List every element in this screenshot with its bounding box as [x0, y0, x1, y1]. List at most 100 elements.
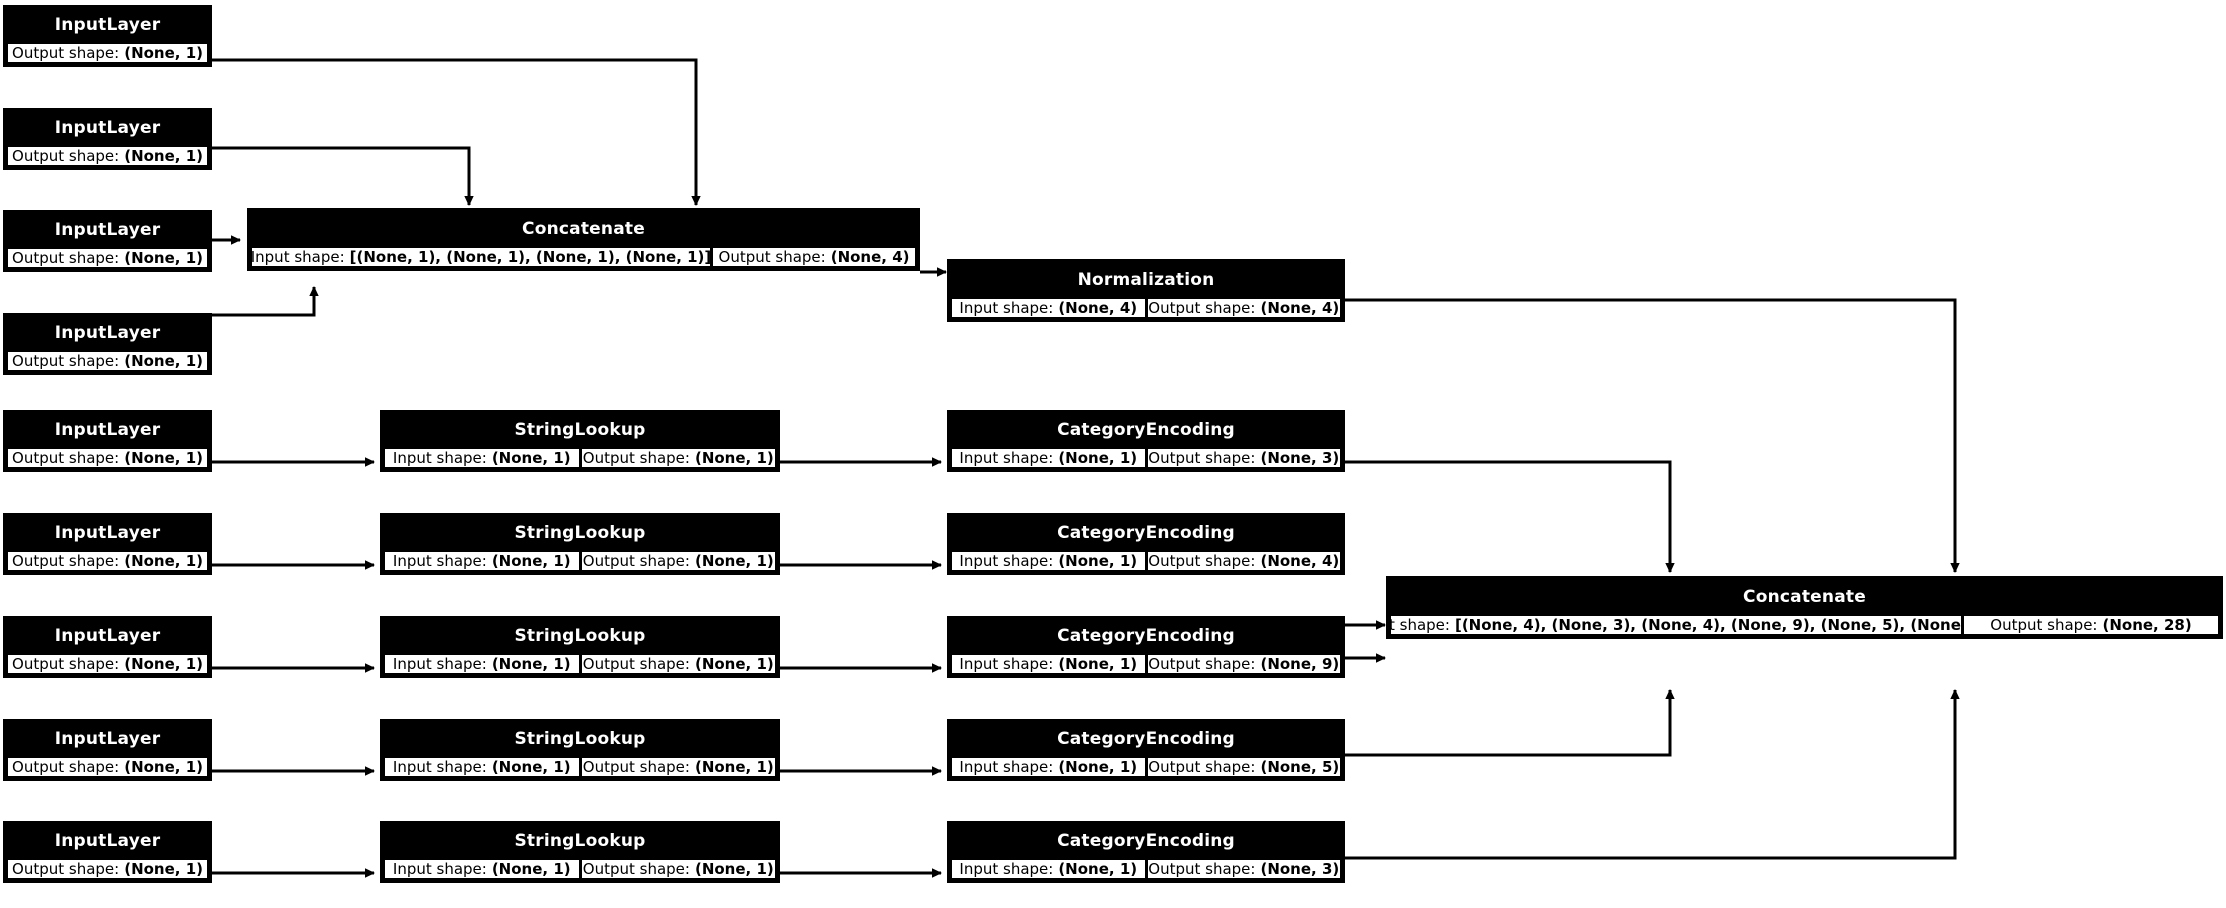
node-title: CategoryEncoding [950, 413, 1342, 447]
output-shape-cell: Output shape: (None, 4) [1147, 552, 1340, 570]
input-shape-value: (None, 4) [1058, 299, 1138, 317]
output-shape-label: Output shape: [12, 352, 120, 370]
node-input-3[interactable]: InputLayer Output shape: (None, 1) [3, 210, 212, 272]
output-shape-value: (None, 1) [124, 147, 203, 165]
input-shape-cell: Input shape: (None, 1) [952, 655, 1145, 673]
node-body: Input shape: (None, 1) Output shape: (No… [383, 756, 777, 778]
node-stringlookup-2[interactable]: StringLookup Input shape: (None, 1) Outp… [380, 513, 780, 575]
output-shape-value: (None, 28) [2102, 616, 2192, 634]
node-body: Output shape: (None, 1) [6, 145, 209, 167]
node-title: StringLookup [383, 619, 777, 653]
node-title: InputLayer [6, 316, 209, 350]
output-shape-label: Output shape: [582, 860, 690, 878]
node-categoryencoding-3[interactable]: CategoryEncoding Input shape: (None, 1) … [947, 616, 1345, 678]
input-shape-cell: Input shape: [(None, 4), (None, 3), (Non… [1391, 616, 1961, 634]
node-body: Output shape: (None, 1) [6, 756, 209, 778]
edge-encoding4-final [1345, 689, 1675, 757]
output-shape-cell: Output shape: (None, 1) [8, 552, 207, 570]
input-shape-value: (None, 1) [491, 552, 571, 570]
input-shape-value: (None, 1) [491, 758, 571, 776]
input-shape-label: Input shape: [392, 449, 487, 467]
input-shape-cell: Input shape: (None, 1) [385, 860, 579, 878]
output-shape-cell: Output shape: (None, 1) [581, 655, 775, 673]
node-concatenate-numeric[interactable]: Concatenate Input shape: [(None, 1), (No… [247, 208, 920, 271]
output-shape-value: (None, 1) [694, 860, 774, 878]
node-categoryencoding-4[interactable]: CategoryEncoding Input shape: (None, 1) … [947, 719, 1345, 781]
output-shape-cell: Output shape: (None, 1) [8, 758, 207, 776]
node-body: Input shape: (None, 1) Output shape: (No… [950, 447, 1342, 469]
node-body: Input shape: (None, 1) Output shape: (No… [950, 653, 1342, 675]
output-shape-value: (None, 4) [1260, 299, 1340, 317]
node-input-4[interactable]: InputLayer Output shape: (None, 1) [3, 313, 212, 375]
output-shape-label: Output shape: [582, 449, 690, 467]
node-stringlookup-1[interactable]: StringLookup Input shape: (None, 1) Outp… [380, 410, 780, 472]
input-shape-cell: Input shape: (None, 1) [952, 758, 1145, 776]
node-input-7[interactable]: InputLayer Output shape: (None, 1) [3, 616, 212, 678]
edge-encoding1-final [1345, 460, 1675, 573]
input-shape-label: Input shape: [959, 552, 1054, 570]
node-concatenate-final[interactable]: Concatenate Input shape: [(None, 4), (No… [1386, 576, 2223, 639]
input-shape-label: Input shape: [959, 449, 1054, 467]
node-body: Input shape: (None, 1) Output shape: (No… [383, 858, 777, 880]
node-body: Input shape: (None, 1) Output shape: (No… [950, 550, 1342, 572]
input-shape-value: (None, 1) [491, 449, 571, 467]
input-shape-cell: Input shape: (None, 1) [385, 552, 579, 570]
node-title: StringLookup [383, 824, 777, 858]
input-shape-label: Input shape: [959, 299, 1054, 317]
node-title: Concatenate [250, 211, 917, 246]
output-shape-cell: Output shape: (None, 4) [713, 248, 915, 266]
input-shape-value: (None, 1) [1058, 860, 1138, 878]
input-shape-cell: Input shape: (None, 1) [952, 860, 1145, 878]
output-shape-cell: Output shape: (None, 1) [8, 147, 207, 165]
node-categoryencoding-1[interactable]: CategoryEncoding Input shape: (None, 1) … [947, 410, 1345, 472]
node-input-1[interactable]: InputLayer Output shape: (None, 1) [3, 5, 212, 67]
edge-input4-concat [212, 286, 319, 317]
output-shape-label: Output shape: [12, 44, 120, 62]
node-input-8[interactable]: InputLayer Output shape: (None, 1) [3, 719, 212, 781]
node-input-9[interactable]: InputLayer Output shape: (None, 1) [3, 821, 212, 883]
input-shape-label: Input shape: [959, 860, 1054, 878]
input-shape-label: Input shape: [392, 655, 487, 673]
output-shape-label: Output shape: [582, 655, 690, 673]
output-shape-cell: Output shape: (None, 1) [581, 552, 775, 570]
node-categoryencoding-2[interactable]: CategoryEncoding Input shape: (None, 1) … [947, 513, 1345, 575]
node-title: StringLookup [383, 516, 777, 550]
output-shape-label: Output shape: [1148, 299, 1256, 317]
input-shape-value: (None, 1) [491, 655, 571, 673]
input-shape-value: (None, 1) [1058, 552, 1138, 570]
node-title: InputLayer [6, 516, 209, 550]
node-input-6[interactable]: InputLayer Output shape: (None, 1) [3, 513, 212, 575]
output-shape-value: (None, 1) [124, 249, 203, 267]
input-shape-label: Input shape: [252, 248, 345, 266]
input-shape-cell: Input shape: (None, 1) [385, 449, 579, 467]
node-normalization[interactable]: Normalization Input shape: (None, 4) Out… [947, 259, 1345, 322]
node-title: StringLookup [383, 722, 777, 756]
node-stringlookup-4[interactable]: StringLookup Input shape: (None, 1) Outp… [380, 719, 780, 781]
input-shape-label: Input shape: [392, 860, 487, 878]
output-shape-label: Output shape: [1148, 655, 1256, 673]
output-shape-label: Output shape: [12, 449, 120, 467]
node-body: Input shape: (None, 4) Output shape: (No… [950, 297, 1342, 319]
output-shape-cell: Output shape: (None, 3) [1147, 860, 1340, 878]
node-input-2[interactable]: InputLayer Output shape: (None, 1) [3, 108, 212, 170]
output-shape-label: Output shape: [1148, 860, 1256, 878]
output-shape-value: (None, 1) [694, 655, 774, 673]
node-title: InputLayer [6, 111, 209, 145]
node-title: InputLayer [6, 8, 209, 42]
node-input-5[interactable]: InputLayer Output shape: (None, 1) [3, 410, 212, 472]
output-shape-value: (None, 1) [124, 758, 203, 776]
output-shape-value: (None, 3) [1260, 449, 1340, 467]
output-shape-label: Output shape: [1148, 552, 1256, 570]
output-shape-value: (None, 1) [124, 860, 203, 878]
node-categoryencoding-5[interactable]: CategoryEncoding Input shape: (None, 1) … [947, 821, 1345, 883]
node-body: Input shape: (None, 1) Output shape: (No… [383, 447, 777, 469]
output-shape-label: Output shape: [12, 758, 120, 776]
output-shape-cell: Output shape: (None, 1) [8, 44, 207, 62]
input-shape-cell: Input shape: (None, 1) [952, 449, 1145, 467]
input-shape-value: (None, 1) [1058, 758, 1138, 776]
node-title: Normalization [950, 262, 1342, 297]
node-title: CategoryEncoding [950, 619, 1342, 653]
node-stringlookup-3[interactable]: StringLookup Input shape: (None, 1) Outp… [380, 616, 780, 678]
node-stringlookup-5[interactable]: StringLookup Input shape: (None, 1) Outp… [380, 821, 780, 883]
node-title: CategoryEncoding [950, 516, 1342, 550]
